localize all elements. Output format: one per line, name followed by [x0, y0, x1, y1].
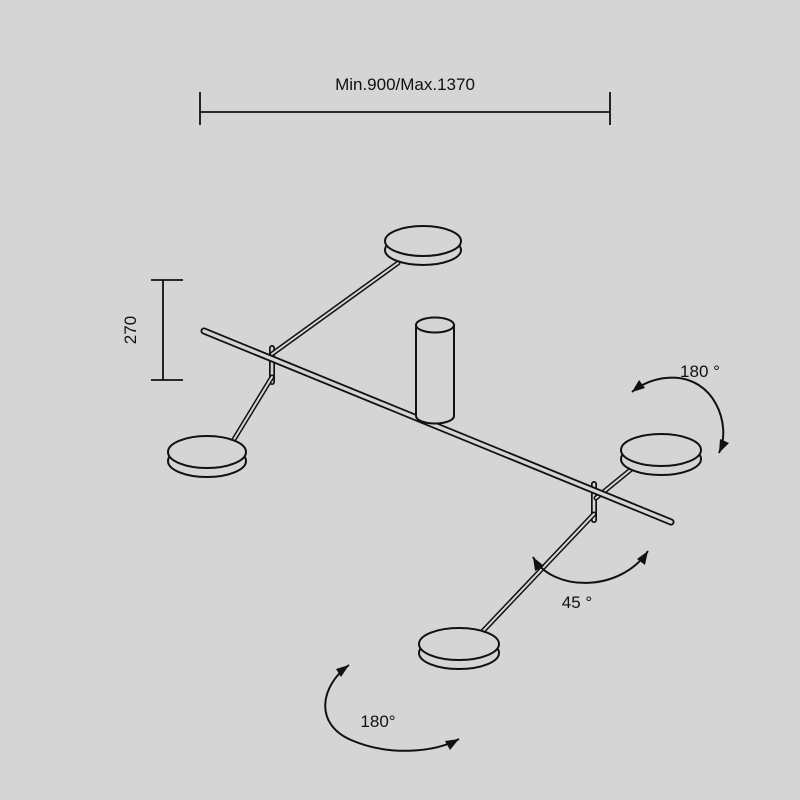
spot-head-right — [620, 433, 702, 476]
width-dimension: Min.900/Max.1370 — [199, 75, 611, 125]
tilt-annotation: 45 ° — [532, 550, 649, 612]
rotation-annotation-right: 180 ° — [631, 362, 729, 454]
rotation-arc-right — [631, 376, 725, 454]
width-dimension-label: Min.900/Max.1370 — [335, 75, 475, 94]
arrowhead-icon — [533, 557, 544, 571]
mounting-rod — [200, 327, 675, 526]
tilt-arc — [532, 550, 649, 584]
tilt-label: 45 ° — [562, 593, 592, 612]
rotation-label-bottom: 180° — [360, 712, 395, 731]
arm-top-spot — [269, 260, 401, 357]
spot-head-top — [384, 225, 462, 266]
arm-left-spot — [230, 374, 275, 444]
arrowhead-icon — [719, 439, 729, 453]
arm-bottom-spot — [480, 511, 597, 634]
arrowhead-icon — [445, 739, 459, 750]
spot-head-left — [167, 435, 247, 478]
arrowhead-icon — [637, 551, 648, 565]
height-dimension-label: 270 — [121, 316, 140, 344]
canopy-cylinder — [415, 316, 455, 425]
rotation-arc-bottom — [324, 664, 460, 752]
height-dimension: 270 — [121, 279, 183, 381]
arrowhead-icon — [336, 665, 349, 677]
rotation-annotation-bottom: 180° — [324, 664, 460, 752]
spot-head-bottom — [418, 627, 500, 670]
arrowhead-icon — [632, 380, 645, 392]
lamp-drawing — [167, 225, 702, 670]
rotation-label-right: 180 ° — [680, 362, 720, 381]
